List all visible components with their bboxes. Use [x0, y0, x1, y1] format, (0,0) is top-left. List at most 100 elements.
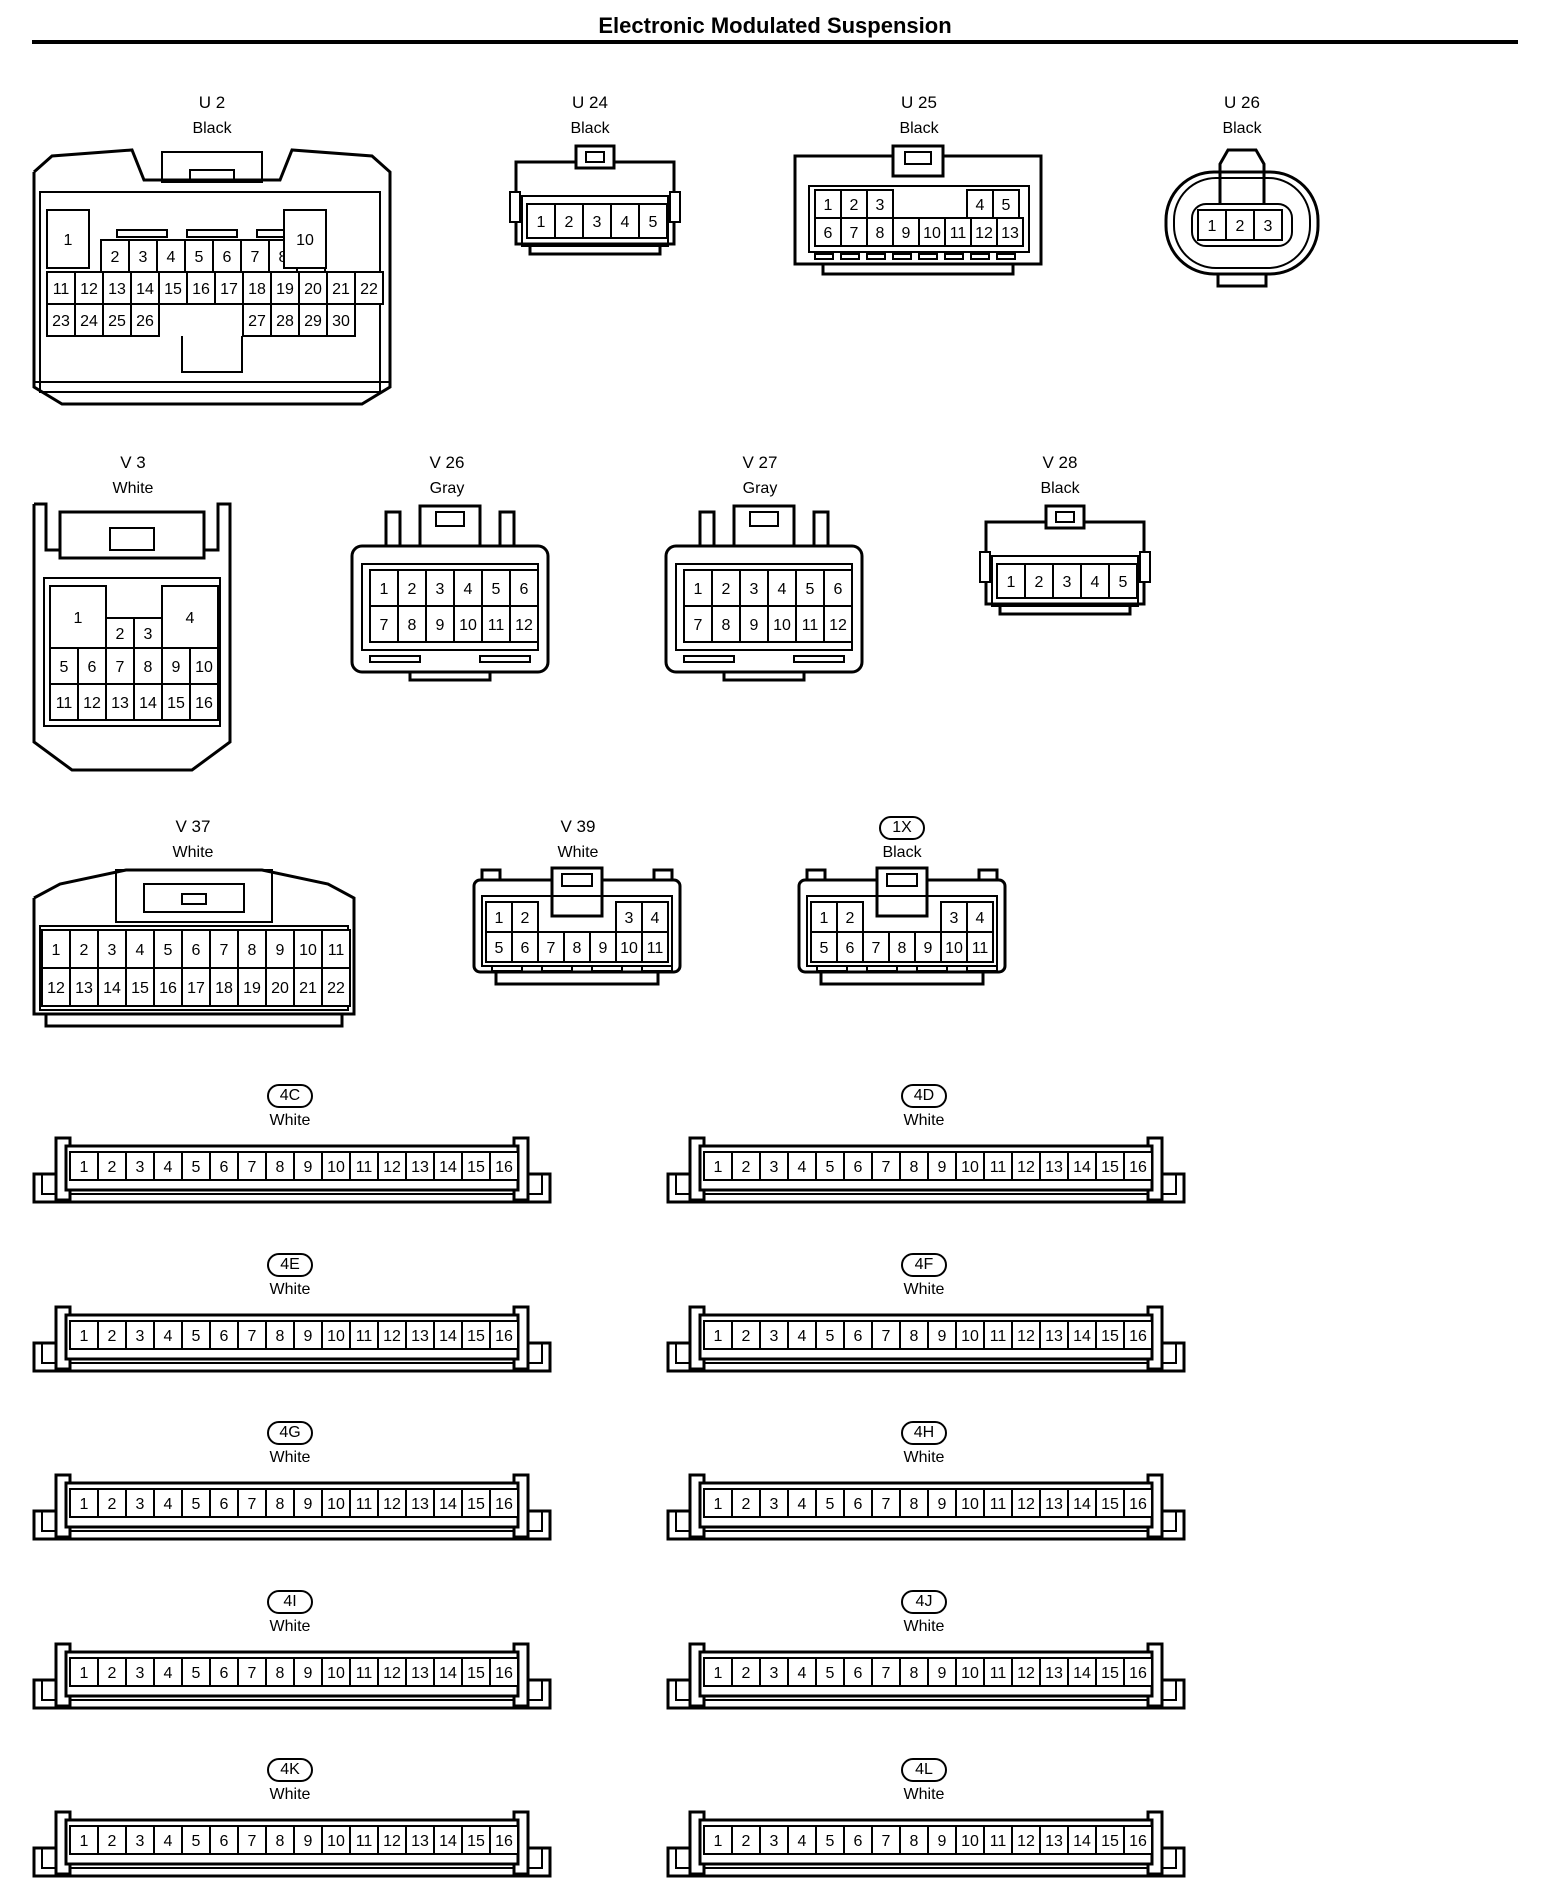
pin-label: 6 — [192, 942, 201, 959]
pin: 14 — [1067, 1825, 1097, 1855]
pin: 3 — [125, 1488, 155, 1518]
pin-label: 6 — [846, 940, 855, 957]
pin: 4 — [156, 239, 186, 273]
pin: 8 — [899, 1151, 929, 1181]
pin-label: 12 — [80, 281, 98, 298]
pin-label: 15 — [1101, 1833, 1119, 1850]
pin: 2 — [836, 901, 864, 933]
pin: 16 — [1123, 1488, 1153, 1518]
pin: 13 — [102, 271, 132, 305]
pin-label: 1 — [74, 610, 83, 627]
pin-label: 13 — [411, 1665, 429, 1682]
pin: 3 — [759, 1825, 789, 1855]
pin: 9 — [293, 1657, 323, 1687]
pin-label: 5 — [195, 249, 204, 266]
pin: 2 — [397, 569, 427, 607]
pin: 6 — [209, 1825, 239, 1855]
pin-label: 3 — [136, 1665, 145, 1682]
connector-color: Black — [899, 120, 939, 137]
pin: 27 — [242, 303, 272, 337]
pin-label: 15 — [131, 980, 149, 997]
pin-label: 4 — [798, 1833, 807, 1850]
connector-id: V 28 — [1042, 453, 1078, 472]
pin-label: 7 — [547, 940, 556, 957]
pin-label: 4 — [186, 610, 195, 627]
pin: 3 — [1052, 563, 1082, 599]
pin: 15 — [1095, 1488, 1125, 1518]
connector-color: Gray — [429, 480, 465, 497]
pin-label: 27 — [248, 313, 266, 330]
pin: 12 — [377, 1825, 407, 1855]
pin: 11 — [983, 1151, 1013, 1181]
pin: 6 — [843, 1151, 873, 1181]
pin-label: 5 — [826, 1665, 835, 1682]
pin-label: 11 — [990, 1496, 1007, 1513]
pin-label: 6 — [220, 1665, 229, 1682]
pin-label: 7 — [882, 1328, 891, 1345]
pin: 13 — [69, 967, 99, 1007]
pin-label: 16 — [495, 1159, 513, 1176]
pin-label: 8 — [276, 1496, 285, 1513]
pin: 9 — [293, 1488, 323, 1518]
connector-id: V 27 — [742, 453, 778, 472]
pin-label: 11 — [990, 1328, 1007, 1345]
pin: 5 — [181, 1151, 211, 1181]
pin: 14 — [97, 967, 127, 1007]
pin: 9 — [293, 1151, 323, 1181]
pin-label: 10 — [961, 1496, 979, 1513]
connector-color: White — [557, 844, 599, 861]
pin: 16 — [1123, 1825, 1153, 1855]
pin: 21 — [326, 271, 356, 305]
connector-color: White — [269, 1449, 311, 1466]
pin: 5 — [485, 931, 513, 963]
pin: 6 — [843, 1657, 873, 1687]
pin-label: 5 — [60, 659, 69, 676]
pin: 6 — [212, 239, 242, 273]
pin: 8 — [899, 1320, 929, 1350]
pin-label: 5 — [192, 1496, 201, 1513]
pin-label: 6 — [854, 1833, 863, 1850]
pin: 2 — [731, 1151, 761, 1181]
pin: 11 — [349, 1488, 379, 1518]
pin: 1 — [526, 203, 556, 239]
pin-label: 29 — [304, 313, 322, 330]
pin-label: 7 — [882, 1833, 891, 1850]
pin-label: 10 — [327, 1665, 345, 1682]
pin-label: 5 — [826, 1328, 835, 1345]
pin: 14 — [433, 1657, 463, 1687]
connector-id: 4K — [267, 1758, 313, 1782]
pin-label: 1 — [537, 214, 546, 231]
pin-label: 25 — [108, 313, 126, 330]
pin-label: 3 — [1063, 574, 1072, 591]
pin: 9 — [425, 605, 455, 643]
pin-label: 11 — [802, 617, 819, 634]
pin: 14 — [1067, 1151, 1097, 1181]
pin: 1 — [41, 929, 71, 969]
pin: 13 — [405, 1320, 435, 1350]
pin-label: 13 — [108, 281, 126, 298]
pin: 4 — [125, 929, 155, 969]
pin: 3 — [125, 1657, 155, 1687]
pin-label: 17 — [187, 980, 205, 997]
pin-label: 5 — [826, 1159, 835, 1176]
pin: 7 — [683, 605, 713, 643]
connector-color: Black — [882, 844, 922, 861]
pin: 8 — [265, 1657, 295, 1687]
pin: 1 — [810, 901, 838, 933]
pin-label: 8 — [408, 617, 417, 634]
pin-label: 4 — [798, 1665, 807, 1682]
pin-label: 6 — [854, 1159, 863, 1176]
pin: 8 — [265, 1320, 295, 1350]
connector-color: Black — [1222, 120, 1262, 137]
pin-label: 15 — [164, 281, 182, 298]
pin: 12 — [377, 1320, 407, 1350]
pin: 29 — [298, 303, 328, 337]
pin: 11 — [349, 1657, 379, 1687]
pin-label: 7 — [850, 225, 859, 242]
pin: 6 — [209, 1320, 239, 1350]
pin: 3 — [582, 203, 612, 239]
pin: 6 — [209, 1488, 239, 1518]
